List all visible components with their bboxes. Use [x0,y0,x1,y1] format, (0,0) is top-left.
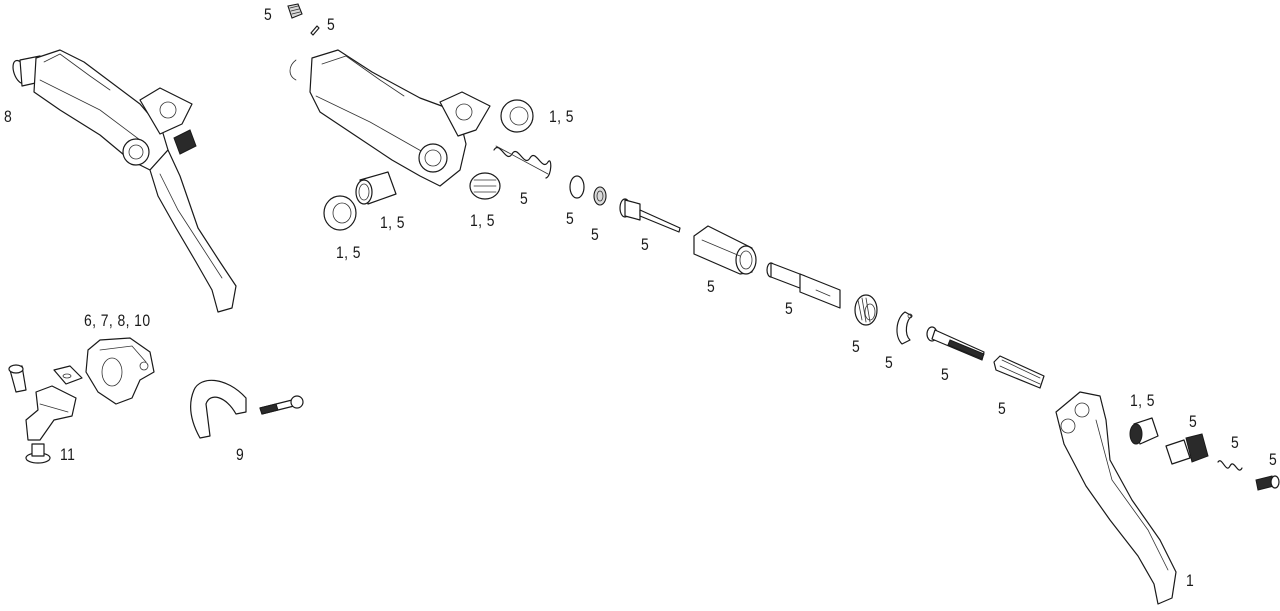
threaded-cap-drawing [854,294,878,326]
callout-seal-1: 5 [566,209,575,228]
callout-bleed-screw: 5 [264,5,273,24]
callout-reach-sleeve: 5 [998,399,1007,418]
callout-set-screw: 5 [327,15,336,34]
pushrod-drawing [766,262,841,309]
callout-lever-bushing: 1, 5 [1130,391,1155,410]
callout-cam-sleeve: 5 [707,277,716,296]
bushing-left-drawing [355,171,397,205]
clamp-bolt-drawing [259,395,304,415]
lever-body-drawing [289,49,491,187]
clamp-band-drawing [190,379,247,439]
callout-assembled-lever: 8 [4,107,13,126]
callout-piston: 5 [641,235,650,254]
adapter-pin-drawing [25,443,51,464]
callout-bushing-mid: 1, 5 [470,211,495,230]
callout-mount-adapter: 11 [60,445,76,464]
lever-blade-drawing [1055,391,1177,605]
knob-screw-drawing [1255,475,1280,491]
callout-spring: 5 [520,189,529,208]
callout-washer-left: 1, 5 [336,243,361,262]
callout-knob-screw: 5 [1269,450,1278,469]
seal-1-drawing [569,175,585,199]
callout-knob-spring: 5 [1231,433,1240,452]
callout-threaded-cap: 5 [852,337,861,356]
callout-reach-bolt: 5 [941,365,950,384]
piston-drawing [619,198,681,233]
bleed-screw-drawing [287,3,303,19]
set-screw-drawing [310,25,320,36]
spring-drawing [493,145,552,179]
callout-lever-blade: 1 [1186,571,1195,590]
circlip-drawing [896,311,913,345]
washer-top-drawing [500,99,534,133]
lever-bushing-drawing [1129,417,1159,445]
callout-circlip: 5 [885,353,894,372]
clamp-washer-drawing [53,365,83,385]
callout-washer-top: 1, 5 [549,107,574,126]
cam-sleeve-drawing [693,225,757,275]
bushing-mid-drawing [469,172,501,200]
callout-pushrod: 5 [785,299,794,318]
washer-left-drawing [323,195,357,231]
seal-2-drawing [593,186,607,206]
callout-clamp-band: 9 [236,445,245,464]
callout-bushing-left: 1, 5 [380,213,405,232]
callout-seal-2: 5 [591,225,600,244]
assembled-lever-drawing [12,49,237,313]
knob-spring-drawing [1217,460,1243,471]
pin-drawing [8,364,27,393]
reach-knob-drawing [1165,433,1209,465]
reach-sleeve-drawing [993,355,1045,389]
clamp-assembly-drawing [85,337,155,405]
reach-bolt-drawing [926,326,985,361]
callout-clamp-assembly: 6, 7, 8, 10 [84,311,151,330]
callout-reach-knob: 5 [1189,412,1198,431]
mount-adapter-drawing [25,385,77,441]
